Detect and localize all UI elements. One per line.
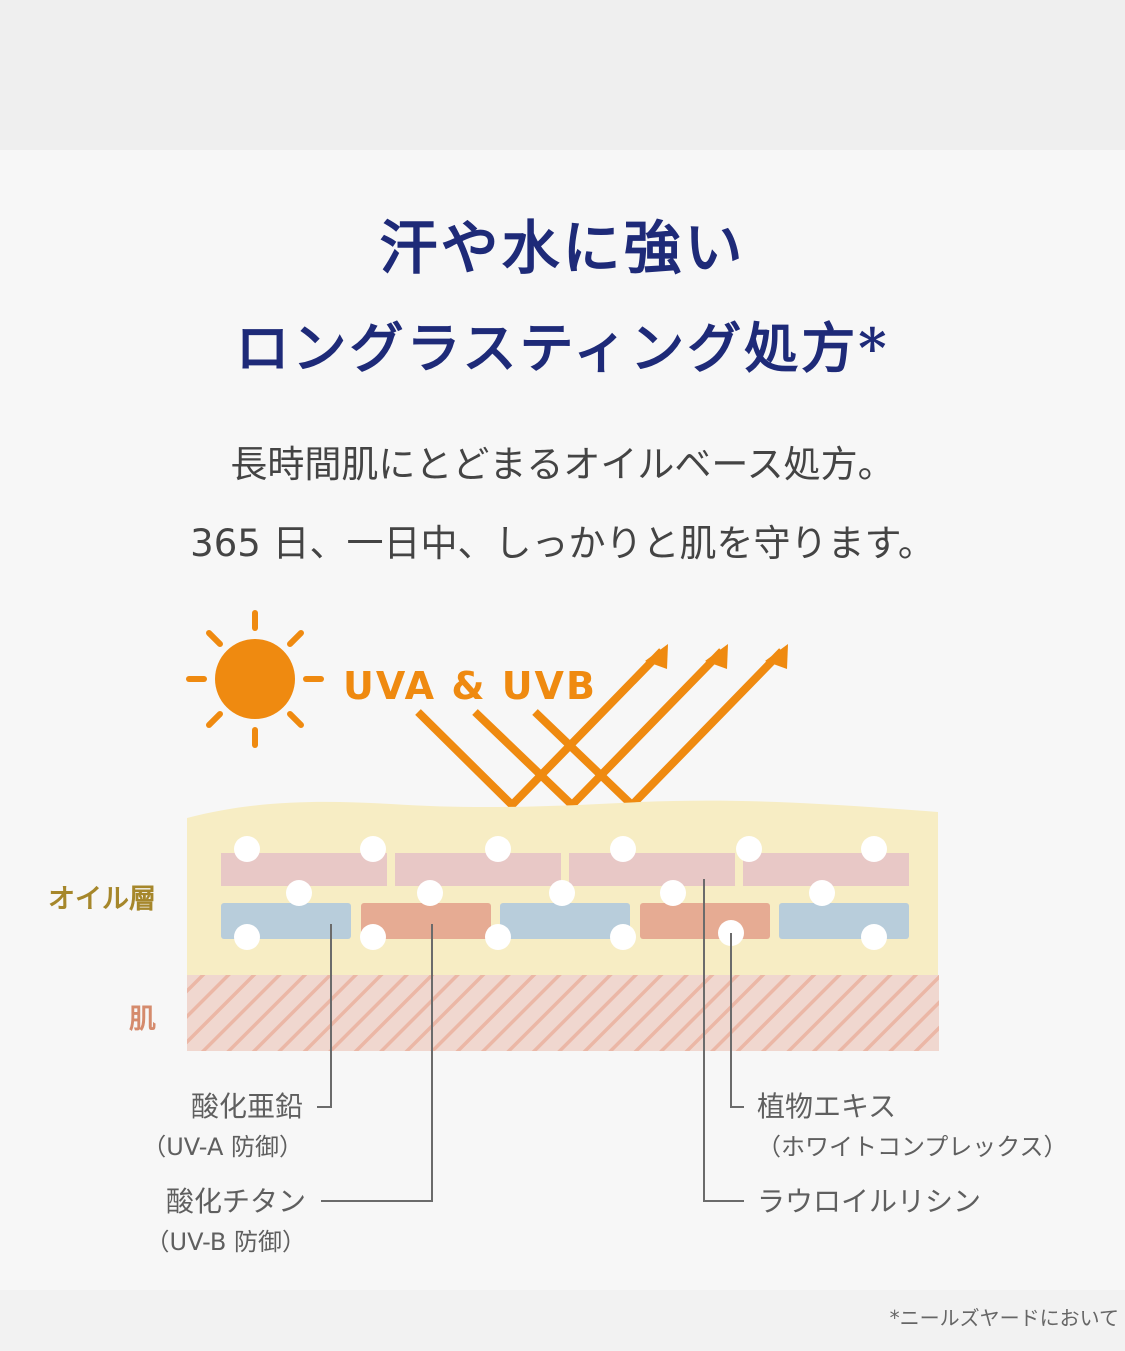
zinc-oxide-label: 酸化亜鉛 <box>191 1090 303 1123</box>
description-line-1: 長時間肌にとどまるオイルベース処方。 <box>230 443 895 486</box>
title-line-2: ロングラスティング処方* <box>235 316 890 380</box>
titanium-dioxide-label: 酸化チタン <box>166 1185 306 1218</box>
lower-particle-row <box>221 903 909 939</box>
lauroyl-lysine-label: ラウロイルリシン <box>757 1185 981 1218</box>
description-line-2: 365 日、一日中、しっかりと肌を守ります。 <box>190 522 935 565</box>
content-card <box>0 150 1125 1290</box>
callout-lines <box>317 879 744 1202</box>
bottom-band <box>0 1290 1125 1351</box>
title-line-1: 汗や水に強い <box>379 214 746 282</box>
arrow-heads-icon <box>645 644 788 669</box>
titanium-dioxide-sub-label: （UV-B 防御） <box>146 1228 306 1256</box>
upper-particle-row <box>221 853 909 886</box>
footnote: *ニールズヤードにおいて <box>889 1306 1119 1330</box>
plant-extract-label: 植物エキス <box>757 1090 896 1123</box>
sun-icon <box>186 610 324 748</box>
lauroyl-lysine-particles <box>234 836 887 950</box>
skin-layer <box>187 975 939 1051</box>
top-band <box>0 0 1125 150</box>
plant-extract-sub-label: （ホワイトコンプレックス） <box>757 1133 1068 1161</box>
uv-label: UVA & UVB <box>343 664 597 708</box>
oil-layer-label: オイル層 <box>48 884 156 915</box>
skin-label: 肌 <box>129 1004 156 1035</box>
uv-protection-diagram: UVA & UVB <box>48 610 1068 1256</box>
zinc-oxide-sub-label: （UV-A 防御） <box>142 1133 303 1161</box>
